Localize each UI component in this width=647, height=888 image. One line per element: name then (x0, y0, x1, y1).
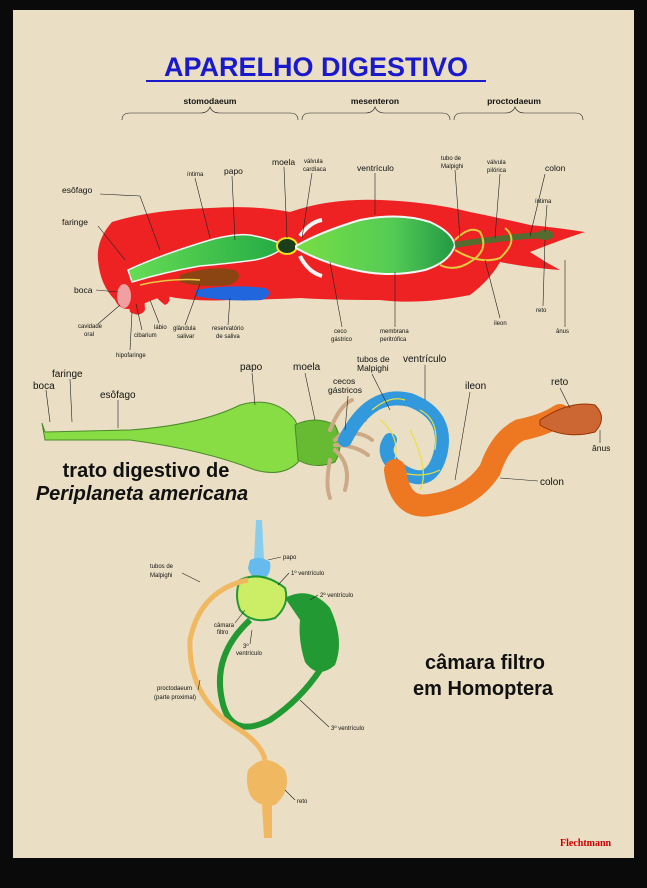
lbl-proct-1: proctodaeum (157, 686, 192, 692)
author-credit: Flechtmann (560, 838, 612, 849)
lbl-labio: lábio (154, 325, 167, 331)
lbl-valvula-cardiaca-2: cardíaca (303, 167, 327, 173)
lbl-tubo-malpighi-1: tubo de (441, 156, 462, 162)
lbl-ventriculo-mid: ventrículo (403, 354, 447, 365)
lbl-cavidade-oral-1: cavidade (78, 324, 103, 330)
lbl-tubos-mid-2: Malpighi (357, 363, 389, 373)
page-title: APARELHO DIGESTIVO (164, 52, 468, 82)
lbl-papo: papo (224, 166, 243, 176)
region-proctodaeum: proctodaeum (487, 96, 541, 106)
caption-periplaneta-1: trato digestivo de (63, 460, 230, 482)
lbl-membrana-2: peritrófica (380, 337, 407, 343)
lbl-papo-bottom: papo (283, 555, 297, 561)
lbl-colon-mid: colon (540, 477, 564, 488)
lbl-v3-small-1: 3º (243, 643, 249, 650)
lbl-anus-mid: ânus (592, 443, 610, 453)
lbl-hipofaringe: hipofaringe (116, 353, 146, 359)
lbl-camara-1: câmara (214, 623, 235, 629)
lbl-ventriculo-top: ventrículo (357, 163, 394, 173)
lbl-tubos-bottom-2: Malpighi (150, 573, 172, 579)
lbl-glandula-salivar-1: glândula (173, 326, 196, 332)
lbl-intima-left: íntima (187, 172, 204, 178)
lbl-ceco-gastrico-1: ceco (334, 329, 347, 335)
caption-homoptera-1: câmara filtro (425, 652, 545, 674)
region-mesenteron: mesenteron (351, 96, 399, 106)
lbl-valvula-cardiaca-1: válvula (304, 159, 323, 165)
lbl-v3-bottom: 3º ventrículo (331, 725, 365, 732)
lbl-v3-small-2: ventrículo (236, 651, 263, 657)
gizzard-moela (277, 238, 297, 254)
lbl-anus-top: ânus (556, 329, 569, 335)
lbl-valvula-pilorica-2: pilórica (487, 168, 507, 174)
lbl-boca-mid: boca (33, 381, 55, 392)
lbl-reservatorio-1: reservatório (212, 326, 244, 332)
lbl-moela: moela (272, 157, 295, 167)
lbl-cecos-2: gástricos (328, 385, 362, 395)
caption-homoptera-2: em Homoptera (413, 678, 554, 700)
lbl-boca-top: boca (74, 285, 93, 295)
lbl-camara-2: filtro (217, 630, 229, 636)
lbl-v1-bottom: 1º ventrículo (291, 570, 325, 577)
lbl-faringe-top: faringe (62, 217, 88, 227)
lbl-glandula-salivar-2: salivar (177, 334, 194, 340)
lbl-colon-top: colon (545, 163, 566, 173)
lbl-ileon-top: ileon (494, 321, 507, 327)
lbl-reservatorio-2: de saliva (216, 334, 240, 340)
lbl-faringe-mid: faringe (52, 369, 83, 380)
region-stomodaeum: stomodaeum (184, 96, 237, 106)
lbl-reto-top: reto (536, 308, 547, 314)
lbl-v2-bottom: 2º ventrículo (320, 592, 354, 599)
lbl-ceco-gastrico-2: gástrico (331, 337, 353, 343)
lbl-tubos-bottom-1: tubos de (150, 564, 174, 570)
lbl-valvula-pilorica-1: válvula (487, 160, 506, 166)
lbl-reto-bottom: reto (297, 799, 308, 805)
lbl-proct-2: (parte proximal) (154, 695, 196, 701)
lbl-membrana-1: membrana (380, 329, 409, 335)
lbl-papo-mid: papo (240, 362, 263, 373)
lbl-cavidade-oral-2: oral (84, 332, 94, 338)
lbl-reto-mid: reto (551, 377, 569, 388)
lbl-ileon-mid: ileon (465, 381, 486, 392)
caption-periplaneta-2: Periplaneta americana (36, 483, 248, 505)
lbl-tubo-malpighi-2: Malpighi (441, 164, 463, 170)
lbl-moela-mid: moela (293, 362, 321, 373)
lbl-esofago-top: esôfago (62, 185, 93, 195)
oral-cavity (117, 284, 131, 308)
lbl-cibarium: cibarium (134, 333, 157, 339)
lbl-esofago-mid: esôfago (100, 390, 136, 401)
